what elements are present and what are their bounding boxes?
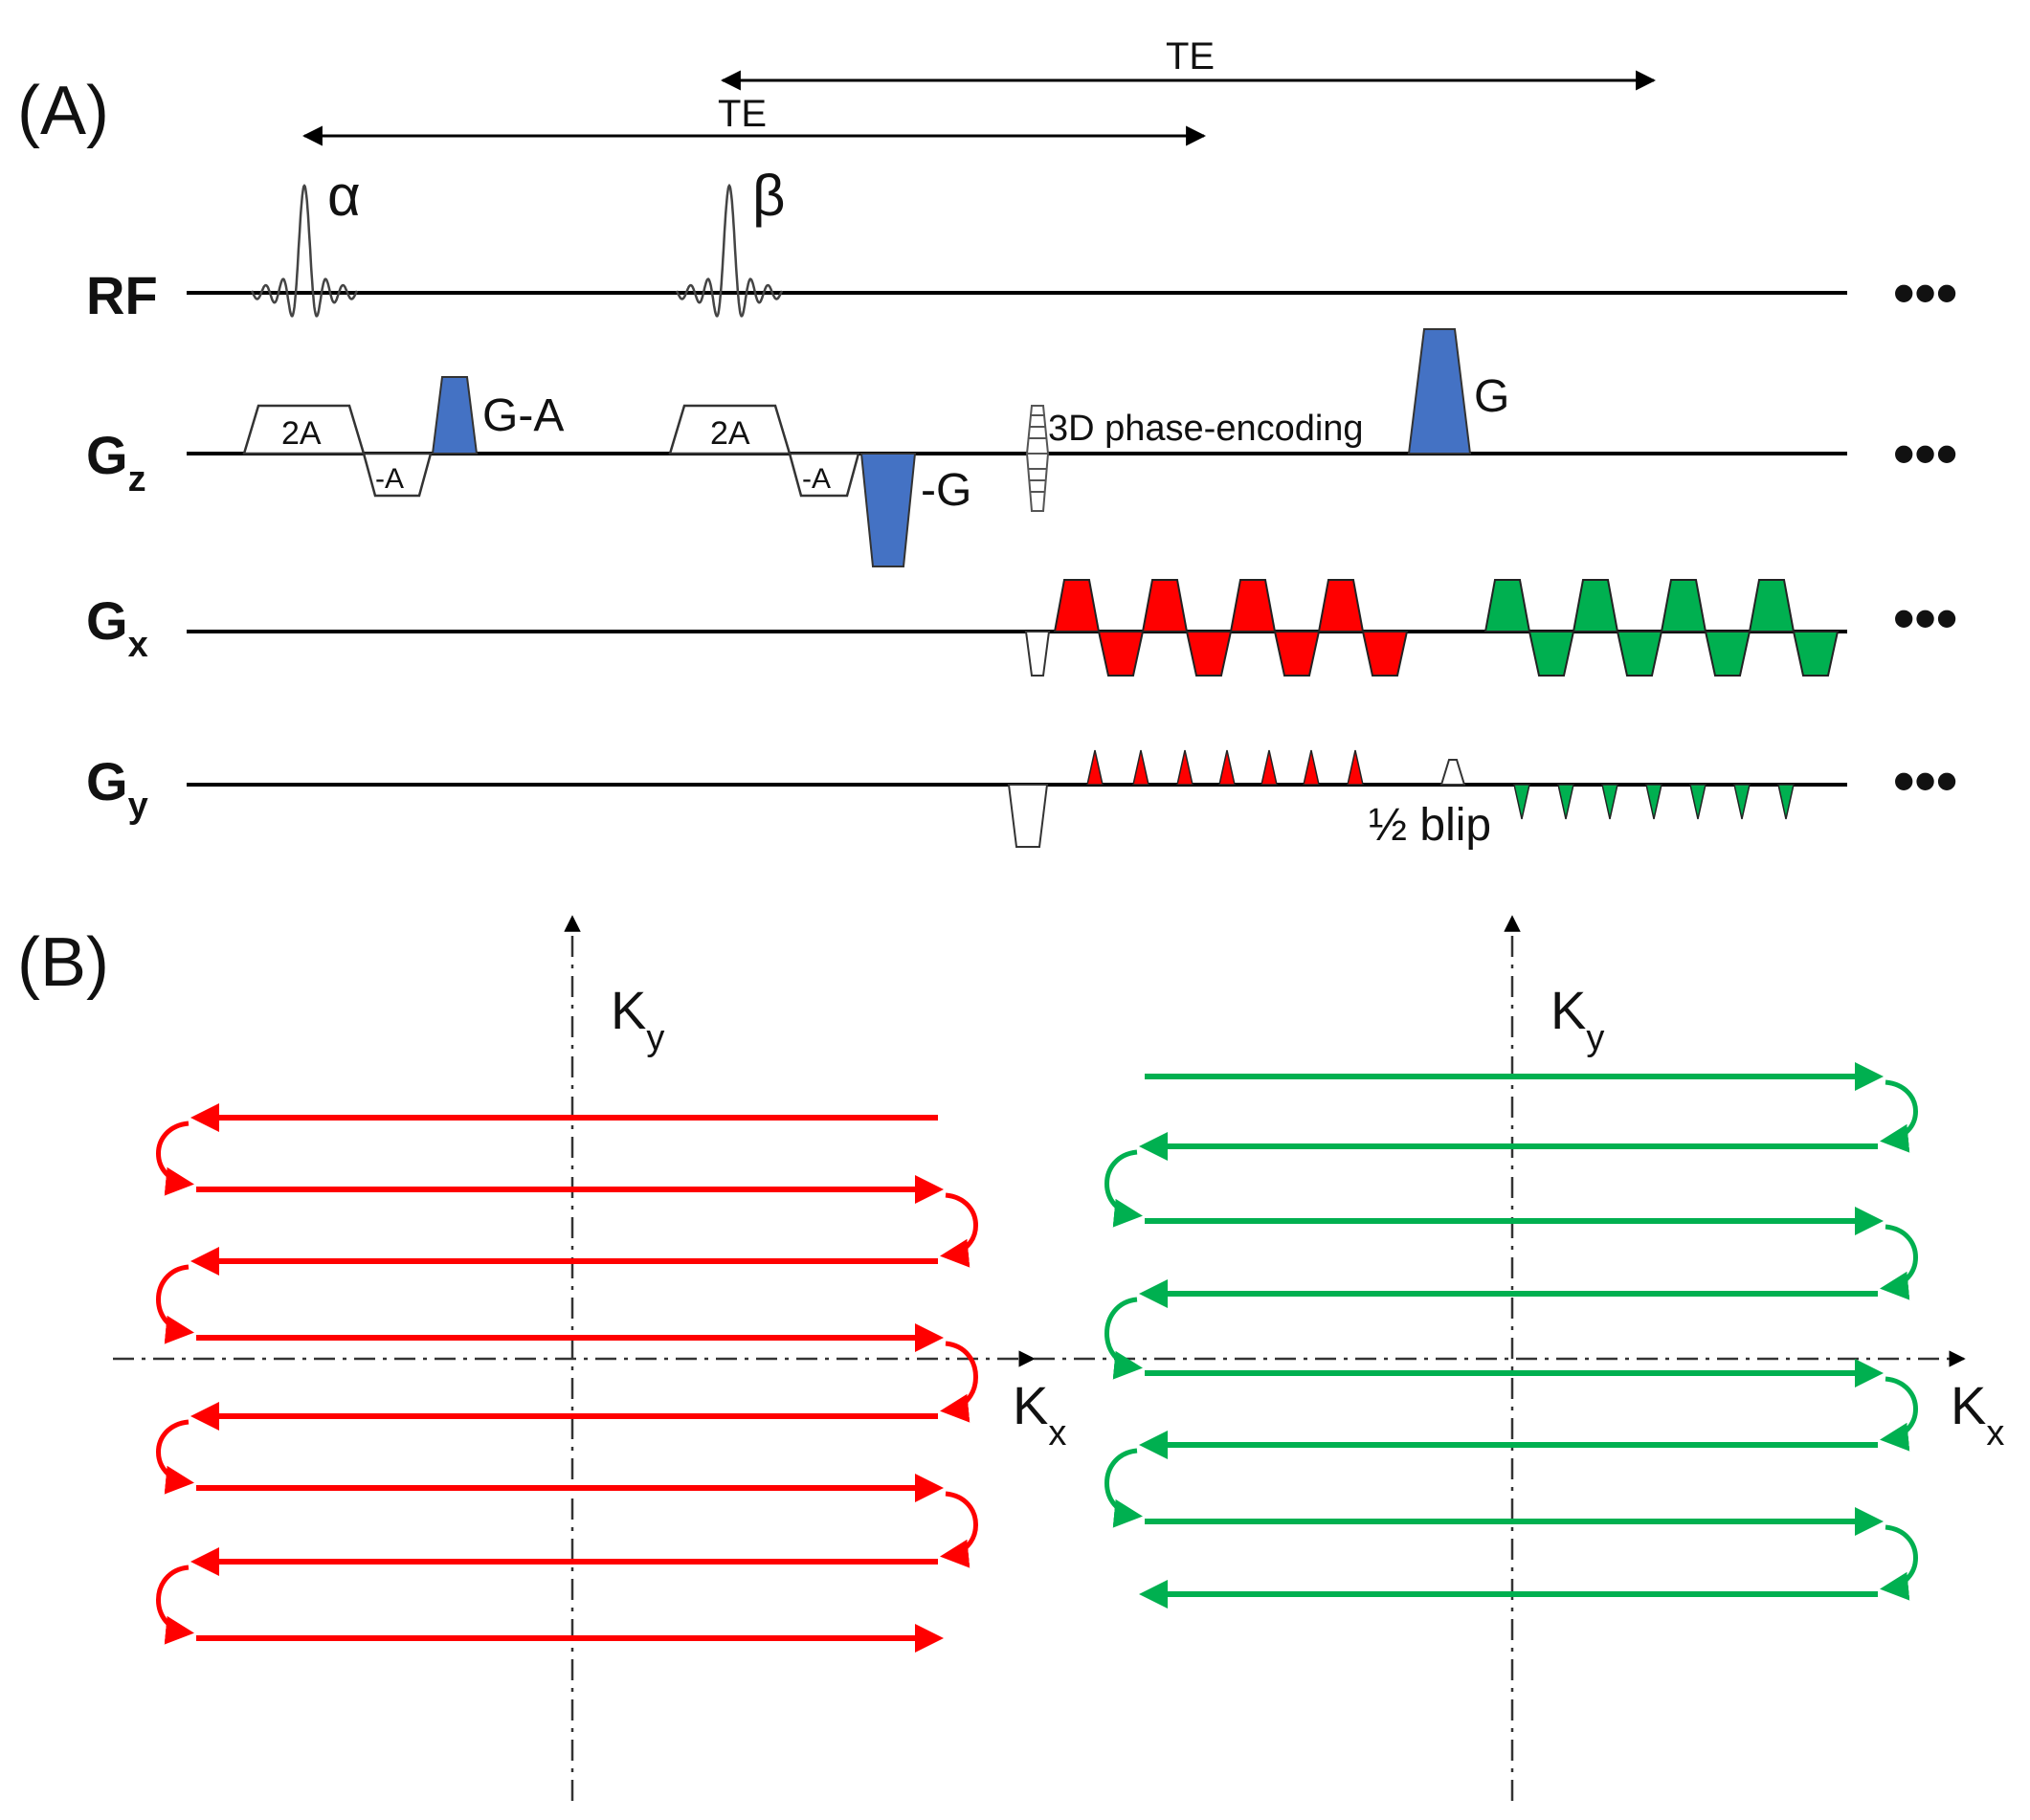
row-label-gx: Gx <box>86 590 148 665</box>
gx-lobe-positive <box>1572 579 1619 633</box>
te-label-2: TE <box>1166 35 1215 78</box>
trajectory-turn <box>940 1491 978 1568</box>
gx-lobe-negative <box>1185 631 1233 677</box>
gy-prephaser <box>1007 784 1049 848</box>
rf-pulse-beta-label: β <box>752 164 786 228</box>
gz-g-minus-a-label: G-A <box>482 390 564 441</box>
right-kx-label: Kx <box>1951 1375 2004 1454</box>
trajectory-turn <box>1880 1524 1918 1601</box>
continuation-dots-gx: ••• <box>1893 584 1957 653</box>
gz-2a-label-2: 2A <box>710 415 750 452</box>
continuation-dots-gy: ••• <box>1893 746 1957 815</box>
gy-blip <box>1645 784 1662 820</box>
trajectory-turn <box>156 1264 194 1344</box>
trajectory-turn <box>1880 1376 1918 1452</box>
gy-blip <box>1689 784 1707 820</box>
gx-lobe-negative <box>1361 631 1409 677</box>
gx-prephaser <box>1024 631 1051 677</box>
trajectory-turn <box>156 1565 194 1645</box>
left-kx-label: Kx <box>1013 1375 1066 1454</box>
trajectory-turn <box>940 1341 978 1423</box>
gx-lobe-positive <box>1141 579 1189 633</box>
gz-2a-label-1: 2A <box>281 415 322 452</box>
gx-lobe-positive <box>1660 579 1707 633</box>
gy-blip <box>1218 749 1236 786</box>
gx-lobe-positive <box>1483 579 1531 633</box>
gy-blip <box>1132 749 1149 786</box>
panel-a-label: (A) <box>17 73 109 149</box>
right-k-space-trajectory <box>1104 1062 1918 1609</box>
gx-lobe-positive <box>1317 579 1365 633</box>
gy-half-blip-label: ½ blip <box>1369 800 1491 851</box>
rf-pulse-beta <box>675 183 784 318</box>
left-ky-label: Ky <box>611 980 664 1058</box>
trajectory-turn <box>940 1192 978 1268</box>
trajectory-turn <box>1104 1297 1143 1380</box>
gx-lobe-positive <box>1229 579 1277 633</box>
gy-blip <box>1086 749 1104 786</box>
trajectory-turn <box>1104 1149 1143 1228</box>
gx-lobe-negative <box>1792 631 1840 677</box>
gz-minus-a-lobe-1 <box>362 452 433 498</box>
right-ky-label: Ky <box>1550 980 1604 1058</box>
gy-blip <box>1303 749 1320 786</box>
left-k-space-trajectory <box>156 1103 978 1653</box>
gz-g-label: G <box>1474 371 1509 422</box>
gz-minus-a-label-1: -A <box>375 463 404 495</box>
gz-g-lobe <box>1407 328 1472 455</box>
gx-lobe-positive <box>1053 579 1101 633</box>
gz-minus-g-label: -G <box>921 465 971 516</box>
gy-blip <box>1513 784 1530 820</box>
gy-blip <box>1733 784 1751 820</box>
gx-readout-green <box>1483 579 1840 677</box>
gx-readout-red <box>1053 579 1409 677</box>
gy-blip <box>1557 784 1574 820</box>
trajectory-turn <box>156 1419 194 1495</box>
gy-blip <box>1260 749 1278 786</box>
gx-lobe-negative <box>1616 631 1663 677</box>
gz-g-minus-a-lobe <box>431 376 479 455</box>
continuation-dots-gz: ••• <box>1893 419 1957 488</box>
trajectory-turn <box>1880 1079 1918 1153</box>
gy-blip <box>1777 784 1795 820</box>
te-label-1: TE <box>718 93 767 135</box>
trajectory-turn <box>1104 1448 1143 1528</box>
row-label-gy: Gy <box>86 751 148 826</box>
gx-lobe-negative <box>1273 631 1321 677</box>
gy-blips-green <box>1513 784 1795 820</box>
trajectory-turn <box>1880 1224 1918 1300</box>
gz-2a-lobe-1 <box>242 404 366 455</box>
phase-encoding-table-icon <box>1025 405 1050 512</box>
gz-2a-lobe-2 <box>668 404 792 455</box>
row-label-rf: RF <box>86 265 158 325</box>
continuation-dots-rf: ••• <box>1893 258 1957 327</box>
gx-lobe-negative <box>1704 631 1751 677</box>
gx-lobe-positive <box>1748 579 1796 633</box>
gy-half-blip <box>1439 759 1466 786</box>
gy-blip <box>1601 784 1618 820</box>
phase-encoding-label: 3D phase-encoding <box>1048 409 1364 449</box>
gx-lobe-negative <box>1528 631 1575 677</box>
gy-blips-red <box>1086 749 1364 786</box>
gz-minus-a-label-2: -A <box>802 463 831 495</box>
gy-blip <box>1347 749 1364 786</box>
row-label-gz: Gz <box>86 425 146 499</box>
rf-pulse-alpha-label: α <box>327 164 361 228</box>
rf-pulse-alpha <box>250 184 359 318</box>
gy-blip <box>1176 749 1193 786</box>
panel-b-label: (B) <box>17 924 109 1001</box>
gx-lobe-negative <box>1097 631 1145 677</box>
gz-minus-g-lobe <box>859 453 917 567</box>
trajectory-turn <box>156 1121 194 1196</box>
gz-minus-a-lobe-2 <box>788 452 860 498</box>
